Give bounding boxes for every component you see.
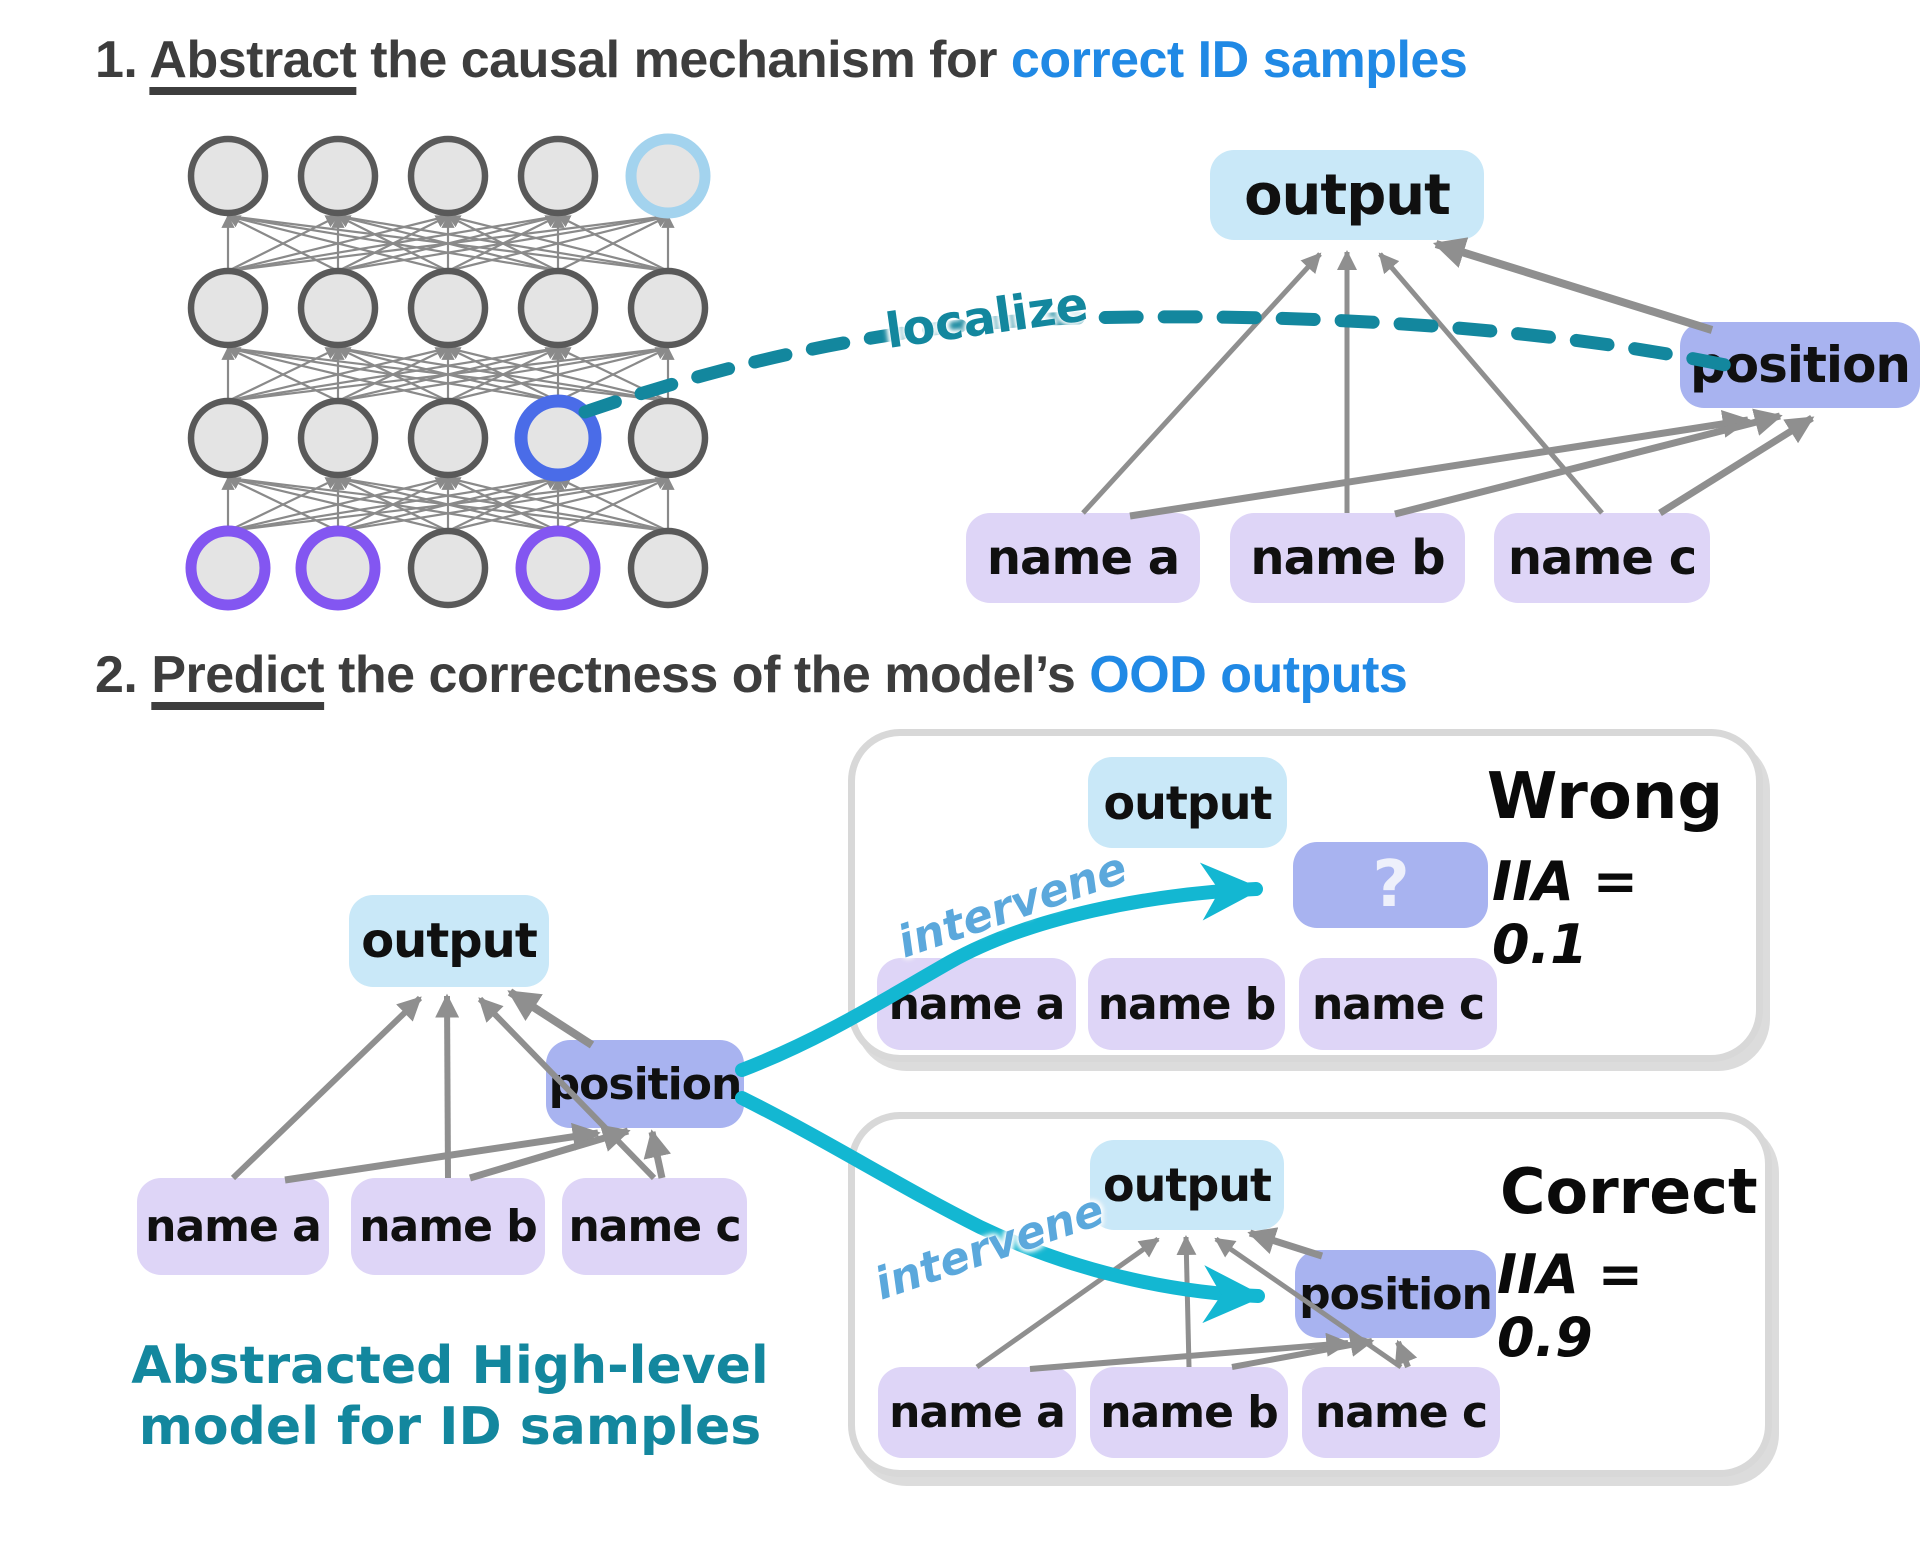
network-unit	[297, 135, 379, 217]
network-unit	[407, 397, 489, 479]
node-position-graph1: position	[1680, 322, 1920, 408]
node-name-b-left-graph: name b	[351, 1178, 545, 1275]
node-name-c-left-graph: name c	[562, 1178, 747, 1275]
node-name-b-wrong: name b	[1088, 958, 1285, 1050]
node-position-correct: position	[1295, 1250, 1496, 1338]
node-name-a-correct: name a	[878, 1367, 1076, 1458]
network-unit	[187, 397, 269, 479]
correct-label: Correct	[1500, 1155, 1758, 1228]
localize-label: localize	[882, 276, 1092, 360]
network-unit	[297, 397, 379, 479]
localize-arrow	[578, 310, 1737, 419]
node-output-correct: output	[1090, 1140, 1284, 1230]
wrong-label: Wrong	[1486, 760, 1724, 834]
node-name-c-graph1: name c	[1494, 513, 1710, 603]
network-unit	[407, 135, 489, 217]
node-output-wrong: output	[1088, 757, 1287, 848]
network-unit-highlighted	[295, 525, 381, 611]
node-name-a-graph1: name a	[966, 513, 1200, 603]
caption-line2: model for ID samples	[138, 1397, 762, 1458]
correct-iia-value: IIA = 0.9	[1497, 1243, 1644, 1369]
node-name-a-left-graph: name a	[137, 1178, 329, 1275]
network-unit	[517, 267, 599, 349]
step2-highlight: OOD outputs	[1089, 646, 1408, 704]
node-output-graph1: output	[1210, 150, 1484, 240]
node-name-a-wrong: name a	[877, 958, 1076, 1050]
step1-highlight: correct ID samples	[1010, 31, 1468, 89]
network-unit-highlighted	[515, 525, 601, 611]
step2-verb: Predict	[151, 646, 325, 704]
network-unit	[187, 267, 269, 349]
step1-title: 1. Abstract the causal mechanism for cor…	[95, 30, 1468, 90]
step1-rest: the causal mechanism for	[356, 31, 1011, 89]
neural-network	[185, 133, 711, 611]
node-name-b-correct: name b	[1090, 1367, 1288, 1458]
caption-line1: Abstracted High-level	[131, 1336, 769, 1396]
network-unit-highlighted	[625, 133, 711, 219]
node-unknown-wrong: ?	[1293, 842, 1488, 928]
node-name-b-graph1: name b	[1230, 513, 1465, 603]
step1-verb: Abstract	[149, 31, 357, 89]
step2-rest: the correctness of the model’s	[324, 646, 1090, 704]
network-unit-highlighted	[514, 394, 602, 482]
step2-number: 2.	[95, 646, 152, 704]
network-unit	[407, 267, 489, 349]
step1-number: 1.	[95, 31, 150, 89]
node-name-c-correct: name c	[1302, 1367, 1500, 1458]
network-unit	[517, 135, 599, 217]
node-name-c-wrong: name c	[1299, 958, 1497, 1050]
network-unit-highlighted	[185, 525, 271, 611]
network-unit	[187, 135, 269, 217]
network-unit	[297, 267, 379, 349]
network-unit	[407, 527, 489, 609]
network-unit	[627, 267, 709, 349]
abstracted-model-caption: Abstracted High-level model for ID sampl…	[95, 1336, 805, 1459]
step2-title: 2. Predict the correctness of the model’…	[95, 645, 1408, 705]
node-position-left-graph: position	[546, 1040, 744, 1128]
node-output-left-graph: output	[349, 895, 549, 987]
network-unit	[627, 527, 709, 609]
wrong-iia-value: IIA = 0.1	[1492, 850, 1639, 976]
network-unit	[627, 397, 709, 479]
